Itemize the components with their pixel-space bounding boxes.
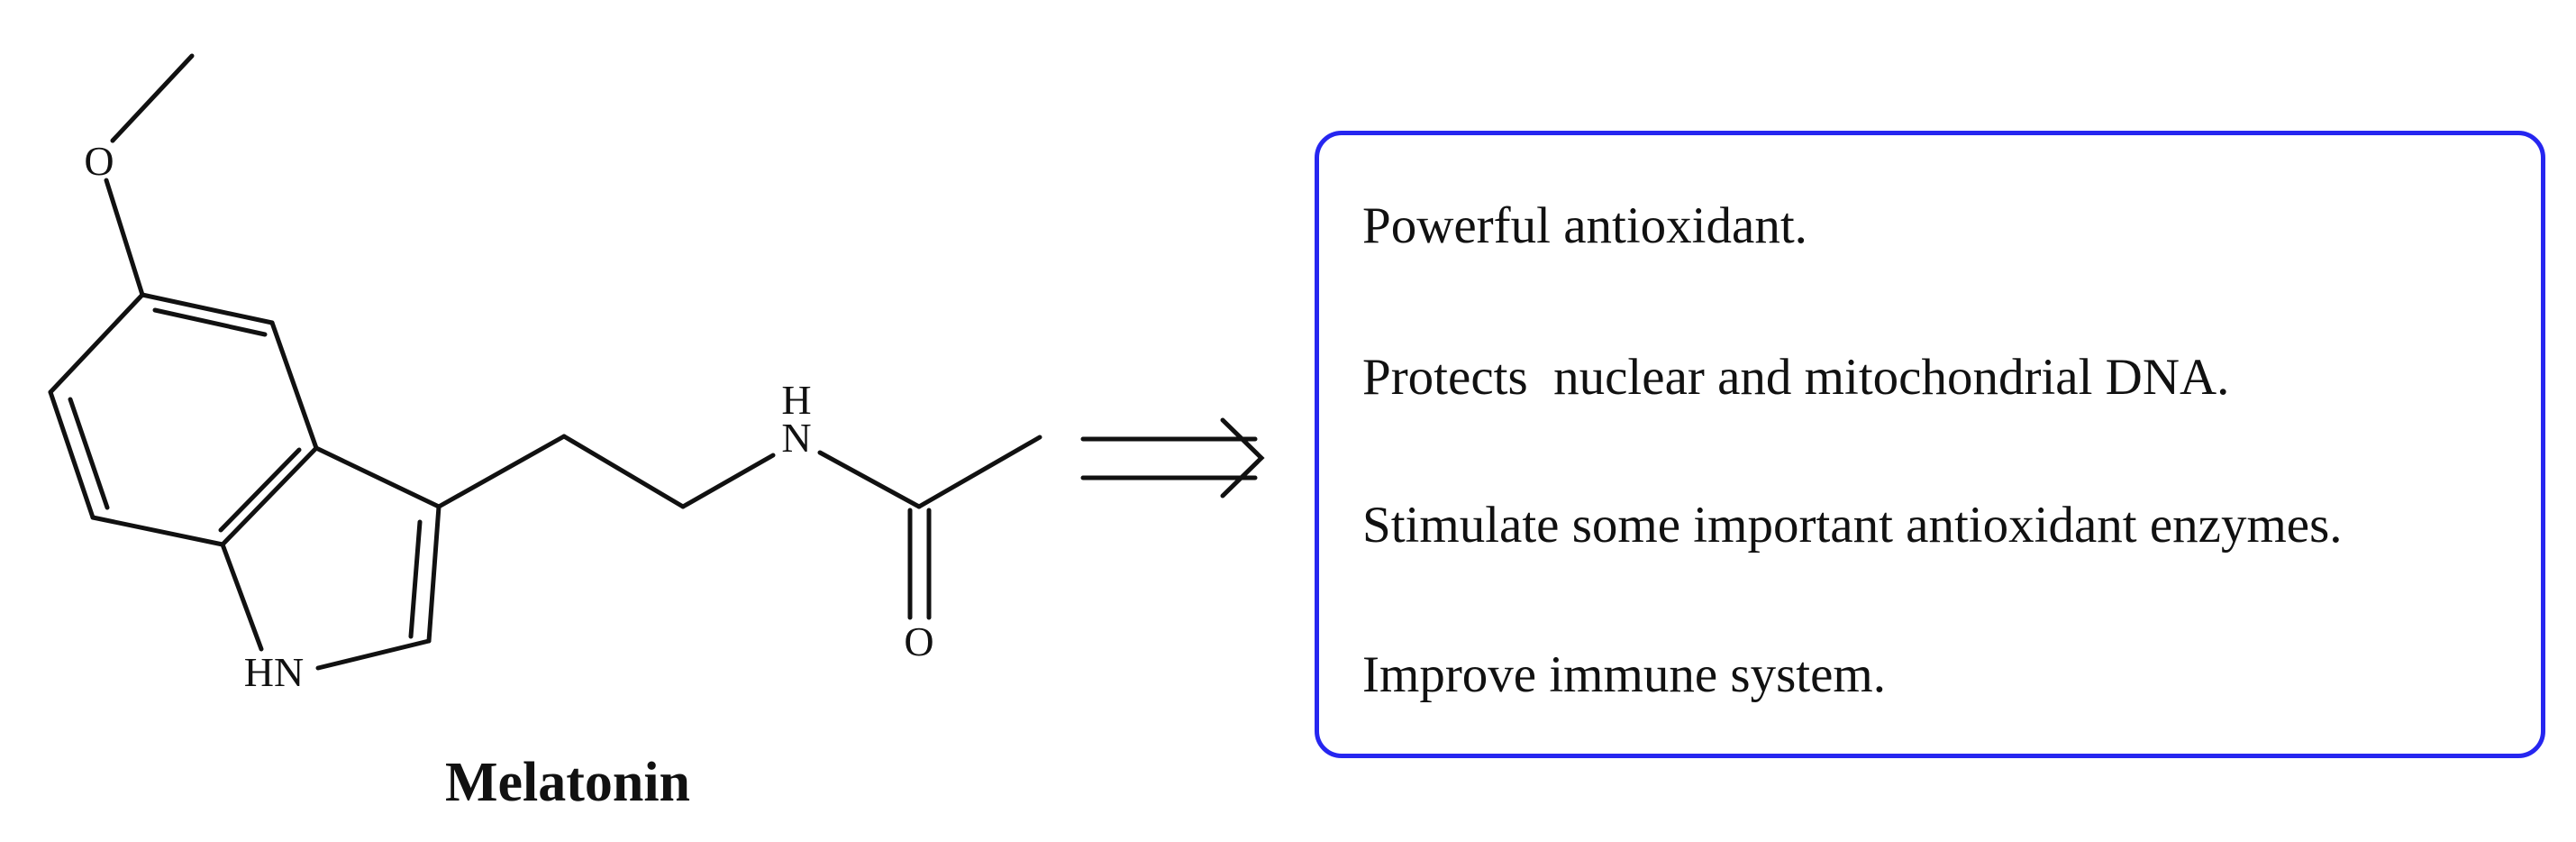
benzene-bond-3: [220, 445, 319, 547]
pyrrole-c2-n-bond: [315, 638, 432, 671]
indole-nh-label: HN: [244, 649, 304, 695]
pyrrole-c3a-c3-bond: [314, 445, 441, 509]
methoxy-oxygen-label: O: [84, 138, 114, 184]
melatonin-structure: O H N O HN Melatonin: [48, 53, 1042, 813]
o-aryl-bond: [104, 178, 145, 297]
property-item: Stimulate some important antioxidant enz…: [1362, 497, 2343, 554]
benzene-bond-1-inner: [152, 307, 268, 337]
pyrrole-c3-c2-inner: [408, 519, 423, 639]
benzene-bond-5-inner: [68, 397, 110, 510]
chain-bond-1: [436, 434, 567, 509]
double-arrow-icon: [1080, 417, 1265, 499]
methyl-o-bond: [110, 53, 195, 143]
property-item: Improve immune system.: [1362, 646, 1886, 703]
properties-box: Powerful antioxidant. Protects nuclear a…: [1315, 131, 2545, 758]
property-item: Protects nuclear and mitochondrial DNA.: [1362, 349, 2230, 406]
benzene-bond-5: [48, 389, 96, 520]
pyrrole-n-c7a-bond: [220, 542, 264, 652]
molecule-name: Melatonin: [445, 752, 690, 813]
benzene-bond-3-inner: [218, 447, 302, 533]
chain-bond-3: [680, 453, 776, 509]
amide-nitrogen-label: N: [781, 415, 811, 461]
pyrrole-c3-c2-bond: [426, 504, 441, 644]
benzene-bond-4: [90, 515, 225, 547]
carbonyl-c-methyl-bond: [916, 435, 1042, 509]
benzene-bond-1: [140, 292, 275, 325]
benzene-bond-6: [48, 292, 145, 395]
benzene-bond-2: [269, 320, 319, 451]
carbonyl-oxygen-label: O: [904, 618, 933, 664]
chain-bond-2: [561, 434, 686, 509]
property-item: Powerful antioxidant.: [1362, 197, 1807, 254]
amide-hydrogen-label: H: [781, 377, 811, 423]
amide-n-c-bond: [817, 450, 922, 509]
